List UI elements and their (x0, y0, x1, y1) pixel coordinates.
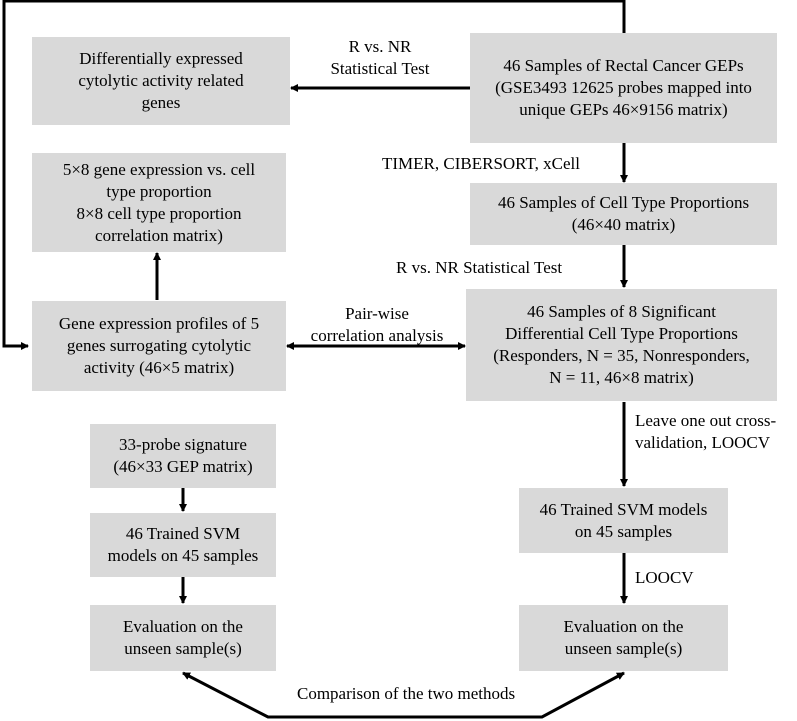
correlation-matrix-text: 5×8 gene expression vs. cell type propor… (62, 159, 256, 245)
probe-signature-text: 33-probe signature (46×33 GEP matrix) (113, 435, 253, 476)
source-samples-box: 46 Samples of Rectal Cancer GEPs (GSE349… (470, 33, 777, 143)
eval-right-text: Evaluation on the unseen sample(s) (563, 617, 684, 658)
cell-proportions-box: 46 Samples of Cell Type Proportions (46×… (470, 183, 777, 245)
probe-signature-box: 33-probe signature (46×33 GEP matrix) (90, 424, 276, 488)
cell-proportions-text: 46 Samples of Cell Type Proportions (46×… (497, 193, 750, 234)
svm-left-box: 46 Trained SVM models on 45 samples (90, 513, 276, 577)
loocv-label: LOOCV (635, 568, 694, 587)
svm-right-box: 46 Trained SVM models on 45 samples (519, 488, 728, 553)
source-samples-text: 46 Samples of Rectal Cancer GEPs (GSE349… (495, 56, 752, 119)
pairwise-label: Pair-wise correlation analysis (310, 304, 444, 345)
significant-cells-box: 46 Samples of 8 Significant Differential… (466, 289, 777, 401)
de-genes-box: Differentially expressed cytolytic activ… (32, 37, 290, 125)
significant-cells-text: 46 Samples of 8 Significant Differential… (493, 302, 750, 387)
gene-profiles-box: Gene expression profiles of 5 genes surr… (32, 301, 286, 391)
svm-left-text: 46 Trained SVM models on 45 samples (107, 524, 259, 565)
svm-right-text: 46 Trained SVM models on 45 samples (539, 499, 708, 541)
loocv-long-label: Leave one out cross- validation, LOOCV (635, 411, 777, 452)
comparison-label: Comparison of the two methods (297, 684, 516, 703)
r-vs-nr-top-label: R vs. NR Statistical Test (330, 37, 430, 78)
gene-profiles-text: Gene expression profiles of 5 genes surr… (58, 314, 260, 377)
r-vs-nr-mid-label: R vs. NR Statistical Test (396, 258, 563, 277)
eval-right-box: Evaluation on the unseen sample(s) (519, 605, 728, 671)
eval-left-text: Evaluation on the unseen sample(s) (123, 617, 243, 658)
de-genes-text: Differentially expressed cytolytic activ… (78, 49, 244, 112)
eval-left-box: Evaluation on the unseen sample(s) (90, 605, 276, 671)
correlation-matrix-box: 5×8 gene expression vs. cell type propor… (32, 153, 286, 252)
deconvolution-label: TIMER, CIBERSORT, xCell (382, 154, 580, 173)
